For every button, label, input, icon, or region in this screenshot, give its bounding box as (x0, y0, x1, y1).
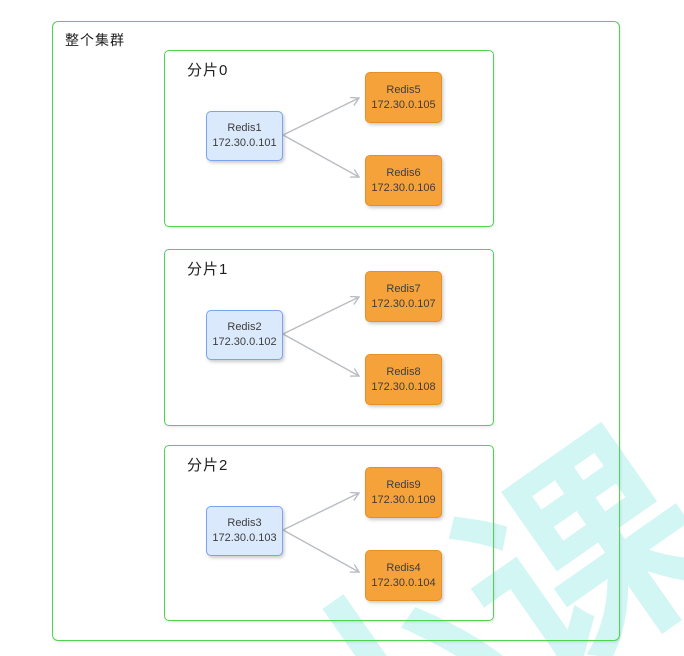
shard-box-2: 分片2 Redis3 172.30.0.103 Redis9 172.30.0.… (164, 445, 494, 621)
replica-node-redis7: Redis7 172.30.0.107 (365, 271, 442, 322)
node-ip: 172.30.0.103 (212, 532, 277, 544)
node-name: Redis3 (227, 517, 262, 529)
node-ip: 172.30.0.104 (371, 576, 436, 589)
replica-node-redis6: Redis6 172.30.0.106 (365, 155, 442, 206)
node-ip: 172.30.0.105 (371, 98, 436, 111)
shard-label-2: 分片2 (187, 457, 229, 474)
cluster-label: 整个集群 (65, 32, 125, 48)
shard-label-0: 分片0 (187, 62, 229, 79)
master-node-redis1: Redis1 172.30.0.101 (206, 111, 283, 161)
node-name: Redis8 (386, 365, 421, 378)
shard-label-1: 分片1 (187, 261, 229, 278)
master-node-redis3: Redis3 172.30.0.103 (206, 506, 283, 556)
node-name: Redis7 (386, 282, 421, 295)
node-name: Redis1 (227, 122, 262, 134)
node-ip: 172.30.0.109 (371, 493, 436, 506)
node-name: Redis2 (227, 321, 262, 333)
replica-node-redis5: Redis5 172.30.0.105 (365, 72, 442, 123)
node-ip: 172.30.0.107 (371, 297, 436, 310)
node-name: Redis5 (386, 83, 421, 96)
node-ip: 172.30.0.102 (212, 336, 277, 348)
master-node-redis2: Redis2 172.30.0.102 (206, 310, 283, 360)
node-ip: 172.30.0.106 (371, 181, 436, 194)
shard-box-1: 分片1 Redis2 172.30.0.102 Redis7 172.30.0.… (164, 249, 494, 426)
replica-node-redis4: Redis4 172.30.0.104 (365, 550, 442, 601)
node-name: Redis4 (386, 561, 421, 574)
replica-node-redis9: Redis9 172.30.0.109 (365, 467, 442, 518)
shard-box-0: 分片0 Redis1 172.30.0.101 Redis5 172.30.0.… (164, 50, 494, 227)
node-ip: 172.30.0.101 (212, 137, 277, 149)
replica-node-redis8: Redis8 172.30.0.108 (365, 354, 442, 405)
cluster-box: 整个集群 分片0 Redis1 172.30.0.101 Redis5 172.… (52, 21, 620, 641)
node-ip: 172.30.0.108 (371, 380, 436, 393)
node-name: Redis9 (386, 478, 421, 491)
node-name: Redis6 (386, 166, 421, 179)
